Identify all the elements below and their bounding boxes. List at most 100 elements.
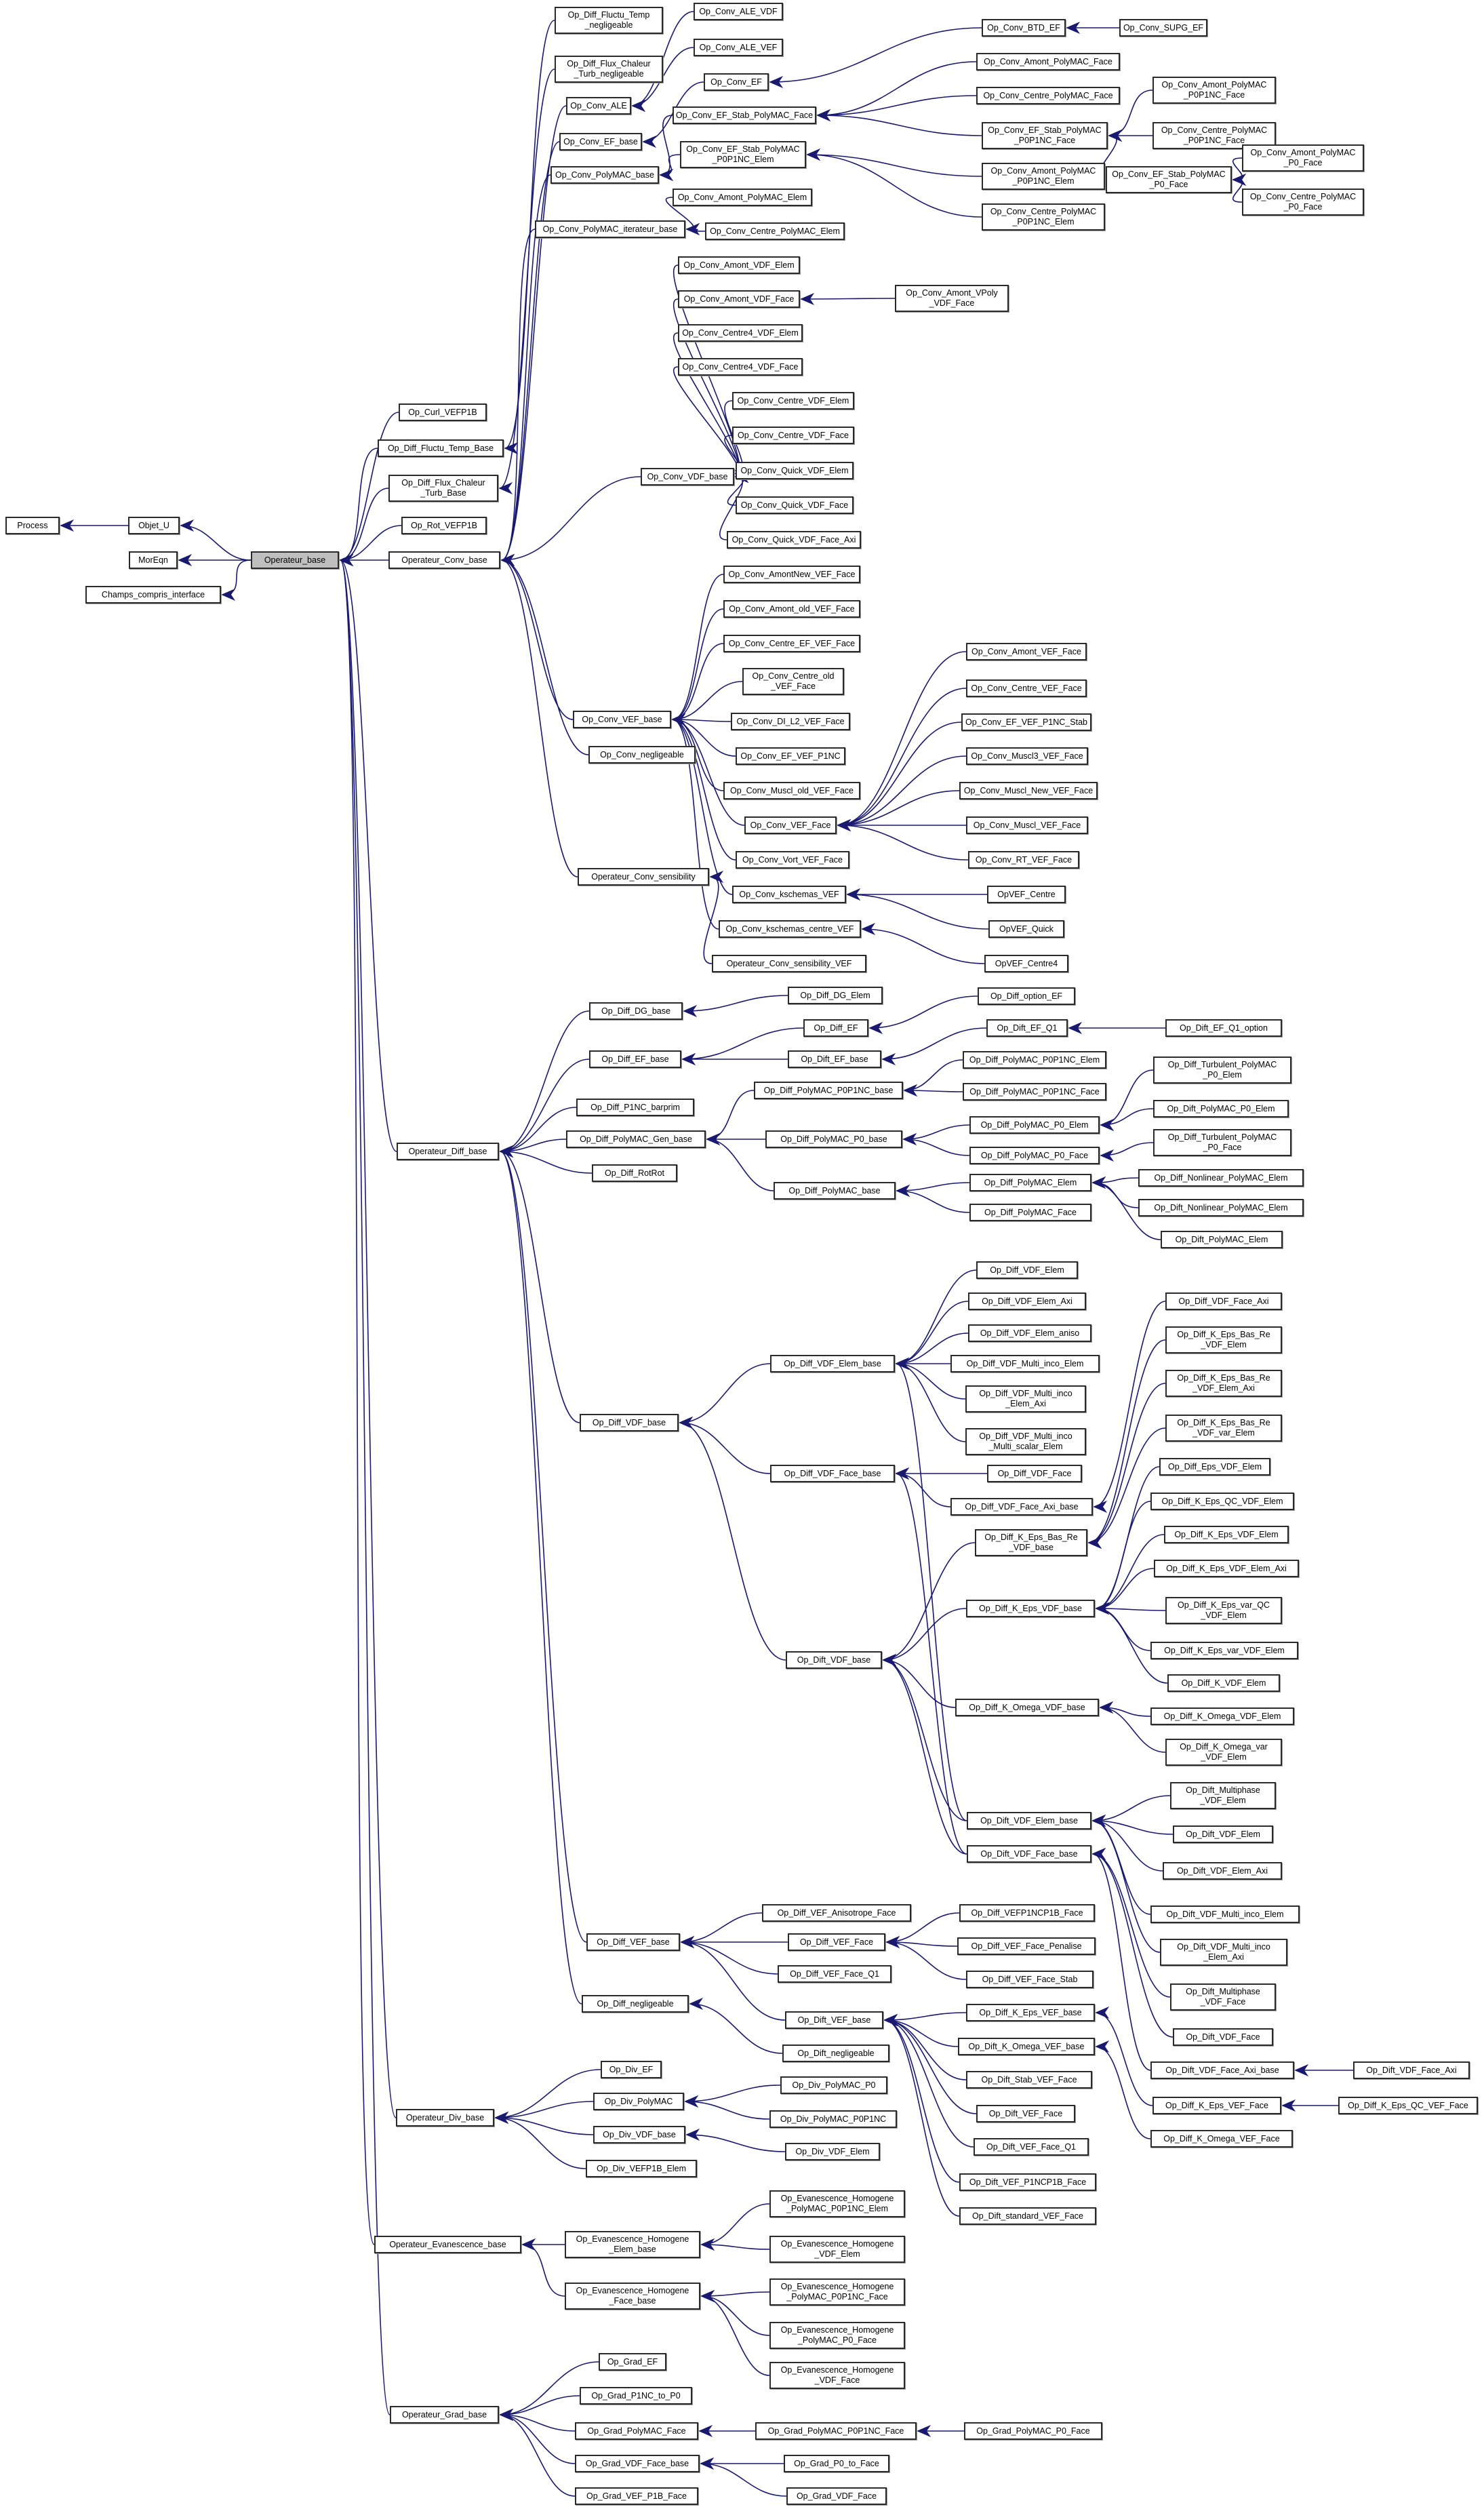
- class-node-op-diff-polymac-p0-base[interactable]: Op_Diff_PolyMAC_P0_base: [765, 1130, 902, 1148]
- class-node-op-diff-k-eps-vdf-elem[interactable]: Op_Diff_K_Eps_VDF_Elem: [1164, 1526, 1289, 1543]
- class-node-op-grad-polymac-p0-face[interactable]: Op_Grad_PolyMAC_P0_Face: [964, 2422, 1102, 2440]
- class-node-op-conv-muscl-vef-face[interactable]: Op_Conv_Muscl_VEF_Face: [966, 816, 1088, 834]
- class-node-op-diff-dg-elem[interactable]: Op_Diff_DG_Elem: [788, 987, 883, 1004]
- class-node-op-conv-centre-polymac-p0p1nc-elem[interactable]: Op_Conv_Centre_PolyMAC _P0P1NC_Elem: [982, 203, 1105, 231]
- class-node-op-grad-vdf-face-base[interactable]: Op_Grad_VDF_Face_base: [575, 2455, 700, 2472]
- class-node-op-diff-k-eps-vdf-base[interactable]: Op_Diff_K_Eps_VDF_base: [966, 1600, 1095, 1617]
- class-node-op-dift-vdf-multi-inco-elem[interactable]: Op_Dift_VDF_Multi_inco_Elem: [1150, 1905, 1300, 1923]
- class-node-op-diff-vef-face[interactable]: Op_Diff_VEF_Face: [788, 1933, 885, 1951]
- class-node-op-diff-k-eps-vef-face[interactable]: Op_Diff_K_Eps_VEF_Face: [1152, 2097, 1281, 2114]
- class-node-op-conv-ef-vef-p1nc[interactable]: Op_Conv_EF_VEF_P1NC: [736, 747, 845, 765]
- class-node-operateur-grad-base[interactable]: Operateur_Grad_base: [390, 2406, 499, 2424]
- class-node-op-conv-negligeable[interactable]: Op_Conv_negligeable: [588, 746, 696, 764]
- class-node-op-conv-centre4-vdf-face[interactable]: Op_Conv_Centre4_VDF_Face: [678, 358, 803, 376]
- class-node-op-diff-vef-base[interactable]: Op_Diff_VEF_base: [586, 1933, 680, 1951]
- class-node-op-conv-ef-stab-polymac-p0-face[interactable]: Op_Conv_EF_Stab_PolyMAC _P0_Face: [1106, 166, 1232, 193]
- class-node-op-diff-vdf-elem-axi[interactable]: Op_Diff_VDF_Elem_Axi: [968, 1292, 1086, 1310]
- class-node-op-conv-muscl-old-vef-face[interactable]: Op_Conv_Muscl_old_VEF_Face: [723, 782, 860, 799]
- class-node-op-diff-negligeable[interactable]: Op_Diff_negligeable: [582, 1995, 689, 2013]
- class-node-op-dift-ef-base[interactable]: Op_Dift_EF_base: [788, 1050, 881, 1068]
- class-node-op-diff-flux-chaleur-turb-negligeable[interactable]: Op_Diff_Flux_Chaleur _Turb_negligeable: [555, 56, 663, 83]
- class-node-op-div-vdf-elem[interactable]: Op_Div_VDF_Elem: [785, 2143, 880, 2160]
- class-node-op-dift-vdf-elem[interactable]: Op_Dift_VDF_Elem: [1173, 1825, 1273, 1843]
- class-node-op-evanescence-homogene-elem-base[interactable]: Op_Evanescence_Homogene _Elem_base: [565, 2231, 700, 2258]
- class-node-op-conv-btd-ef[interactable]: Op_Conv_BTD_EF: [982, 19, 1066, 37]
- class-node-objet-u[interactable]: Objet_U: [128, 517, 180, 534]
- class-node-op-diff-dg-base[interactable]: Op_Diff_DG_base: [589, 1002, 683, 1020]
- class-node-process[interactable]: Process: [5, 517, 60, 534]
- class-node-op-rot-vefp1b[interactable]: Op_Rot_VEFP1B: [401, 517, 487, 534]
- class-node-op-conv-centre-vdf-face[interactable]: Op_Conv_Centre_VDF_Face: [732, 427, 854, 444]
- class-node-op-diff-vdf-face-axi[interactable]: Op_Diff_VDF_Face_Axi: [1165, 1292, 1282, 1310]
- class-node-op-diff-polymac-p0p1nc-elem[interactable]: Op_Diff_PolyMAC_P0P1NC_Elem: [963, 1051, 1106, 1069]
- class-node-op-conv-centre-polymac-elem[interactable]: Op_Conv_Centre_PolyMAC_Elem: [705, 222, 845, 240]
- class-node-op-conv-kschemas-centre-vef[interactable]: Op_Conv_kschemas_centre_VEF: [719, 920, 861, 938]
- class-node-opvef-quick[interactable]: OpVEF_Quick: [988, 920, 1064, 938]
- class-node-op-dift-multiphase-vdf-elem[interactable]: Op_Dift_Multiphase _VDF_Elem: [1170, 1782, 1276, 1809]
- class-node-op-diff-vef-anisotrope-face[interactable]: Op_Diff_VEF_Anisotrope_Face: [762, 1904, 911, 1922]
- class-node-op-conv-amont-polymac-p0-face[interactable]: Op_Conv_Amont_PolyMAC _P0_Face: [1242, 144, 1364, 172]
- class-node-opvef-centre4[interactable]: OpVEF_Centre4: [984, 955, 1068, 972]
- class-node-op-dift-polymac-elem[interactable]: Op_Dift_PolyMAC_Elem: [1161, 1231, 1283, 1248]
- class-node-op-diff-k-eps-qc-vdf-elem[interactable]: Op_Diff_K_Eps_QC_VDF_Elem: [1150, 1493, 1294, 1510]
- class-node-op-diff-fluctu-temp-negligeable[interactable]: Op_Diff_Fluctu_Temp _negligeable: [555, 7, 663, 34]
- class-node-op-dift-vdf-face[interactable]: Op_Dift_VDF_Face: [1173, 2028, 1273, 2046]
- class-node-op-dift-k-omega-vef-base[interactable]: Op_Dift_K_Omega_VEF_base: [958, 2038, 1095, 2055]
- class-node-op-diff-fluctu-temp-base[interactable]: Op_Diff_Fluctu_Temp_Base: [378, 439, 504, 457]
- class-node-op-diff-turbulent-polymac-p0-elem[interactable]: Op_Diff_Turbulent_PolyMAC _P0_Elem: [1153, 1056, 1291, 1084]
- class-node-op-dift-ef-q1[interactable]: Op_Dift_EF_Q1: [986, 1019, 1068, 1037]
- class-node-op-diff-vdf-elem-base[interactable]: Op_Diff_VDF_Elem_base: [770, 1355, 895, 1372]
- class-node-op-dift-vdf-multi-inco-elem-axi[interactable]: Op_Dift_VDF_Multi_inco _Elem_Axi: [1160, 1939, 1287, 1966]
- class-node-op-conv-centre-vef-face[interactable]: Op_Conv_Centre_VEF_Face: [966, 679, 1087, 697]
- class-node-op-dift-vef-p1ncp1b-face[interactable]: Op_Dift_VEF_P1NCP1B_Face: [959, 2173, 1096, 2191]
- class-node-operateur-evanescence-base[interactable]: Operateur_Evanescence_base: [374, 2236, 521, 2253]
- class-node-op-conv-amont-polymac-elem[interactable]: Op_Conv_Amont_PolyMAC_Elem: [673, 189, 812, 206]
- class-node-op-diff-vef-face-stab[interactable]: Op_Diff_VEF_Face_Stab: [966, 1971, 1094, 1988]
- class-node-op-conv-quick-vdf-face[interactable]: Op_Conv_Quick_VDF_Face: [736, 496, 854, 514]
- class-node-op-conv-amontnew-vef-face[interactable]: Op_Conv_AmontNew_VEF_Face: [723, 566, 860, 583]
- class-node-op-diff-vefp1ncp1b-face[interactable]: Op_Diff_VEFP1NCP1B_Face: [959, 1904, 1095, 1922]
- class-node-op-diff-p1nc-barprim[interactable]: Op_Diff_P1NC_barprim: [576, 1099, 694, 1116]
- class-node-op-diff-polymac-p0-face[interactable]: Op_Diff_PolyMAC_P0_Face: [969, 1147, 1100, 1164]
- class-node-op-diff-vdf-elem[interactable]: Op_Diff_VDF_Elem: [976, 1261, 1078, 1279]
- class-node-op-diff-k-omega-vdf-base[interactable]: Op_Diff_K_Omega_VDF_base: [955, 1699, 1099, 1716]
- class-node-op-grad-polymac-p0p1nc-face[interactable]: Op_Grad_PolyMAC_P0P1NC_Face: [755, 2422, 917, 2440]
- class-node-op-diff-turbulent-polymac-p0-face[interactable]: Op_Diff_Turbulent_PolyMAC _P0_Face: [1153, 1129, 1291, 1156]
- class-node-op-diff-polymac-base[interactable]: Op_Diff_PolyMAC_base: [774, 1182, 896, 1200]
- class-node-op-evanescence-homogene-vdf-face[interactable]: Op_Evanescence_Homogene _VDF_Face: [769, 2362, 905, 2389]
- class-node-moreqn[interactable]: MorEqn: [129, 551, 178, 569]
- class-node-op-dift-vdf-base[interactable]: Op_Dift_VDF_base: [786, 1651, 882, 1669]
- class-node-op-conv-centre-polymac-face[interactable]: Op_Conv_Centre_PolyMAC_Face: [976, 87, 1120, 104]
- class-node-op-conv-ef-stab-polymac-p0p1nc-face[interactable]: Op_Conv_EF_Stab_PolyMAC _P0P1NC_Face: [982, 122, 1108, 149]
- class-node-operateur-conv-base[interactable]: Operateur_Conv_base: [388, 551, 500, 569]
- class-node-op-diff-vdf-multi-inco-elem-axi[interactable]: Op_Diff_VDF_Multi_inco _Elem_Axi: [965, 1385, 1086, 1412]
- class-node-opvef-centre[interactable]: OpVEF_Centre: [987, 886, 1066, 903]
- class-node-op-conv-vef-face[interactable]: Op_Conv_VEF_Face: [744, 816, 837, 834]
- class-node-op-conv-muscl-new-vef-face[interactable]: Op_Conv_Muscl_New_VEF_Face: [959, 782, 1098, 799]
- class-node-op-diff-polymac-p0p1nc-base[interactable]: Op_Diff_PolyMAC_P0P1NC_base: [754, 1082, 903, 1099]
- class-node-op-conv-centre-polymac-p0-face[interactable]: Op_Conv_Centre_PolyMAC _P0_Face: [1242, 189, 1364, 216]
- class-node-op-evanescence-homogene-vdf-elem[interactable]: Op_Evanescence_Homogene _VDF_Elem: [769, 2236, 905, 2263]
- class-node-operateur-conv-sensibility[interactable]: Operateur_Conv_sensibility: [578, 868, 709, 886]
- class-node-op-diff-vef-face-penalise[interactable]: Op_Diff_VEF_Face_Penalise: [957, 1937, 1096, 1955]
- class-node-op-dift-vdf-face-axi[interactable]: Op_Dift_VDF_Face_Axi: [1353, 2061, 1470, 2079]
- class-node-op-conv-ef-stab-polymac-p0p1nc-elem[interactable]: Op_Conv_EF_Stab_PolyMAC _P0P1NC_Elem: [680, 141, 806, 168]
- class-node-op-conv-polymac-base[interactable]: Op_Conv_PolyMAC_base: [550, 166, 659, 184]
- class-node-op-conv-centre-ef-vef-face[interactable]: Op_Conv_Centre_EF_VEF_Face: [723, 635, 860, 652]
- class-node-op-diff-polymac-p0-elem[interactable]: Op_Diff_PolyMAC_P0_Elem: [969, 1116, 1100, 1134]
- class-node-op-diff-nonlinear-polymac-elem[interactable]: Op_Diff_Nonlinear_PolyMAC_Elem: [1138, 1169, 1304, 1187]
- class-node-champs-compris-interface[interactable]: Champs_compris_interface: [85, 586, 221, 604]
- class-node-op-diff-k-eps-bas-re-vdf-elem[interactable]: Op_Diff_K_Eps_Bas_Re _VDF_Elem: [1165, 1326, 1282, 1354]
- class-node-op-dift-vdf-face-base[interactable]: Op_Dift_VDF_Face_base: [967, 1845, 1091, 1863]
- class-node-op-conv-centre-vdf-elem[interactable]: Op_Conv_Centre_VDF_Elem: [732, 392, 854, 410]
- class-node-op-conv-ale[interactable]: Op_Conv_ALE: [566, 97, 631, 115]
- class-node-op-dift-vdf-elem-base[interactable]: Op_Dift_VDF_Elem_base: [967, 1812, 1091, 1830]
- class-node-op-evanescence-homogene-polymac-p0p1nc-face[interactable]: Op_Evanescence_Homogene _PolyMAC_P0P1NC_…: [769, 2278, 905, 2306]
- class-node-op-conv-amont-vdf-face[interactable]: Op_Conv_Amont_VDF_Face: [678, 290, 800, 308]
- class-node-op-conv-ef-vef-p1nc-stab[interactable]: Op_Conv_EF_VEF_P1NC_Stab: [961, 713, 1091, 731]
- class-node-op-conv-centre4-vdf-elem[interactable]: Op_Conv_Centre4_VDF_Elem: [678, 324, 803, 342]
- class-node-op-dift-standard-vef-face[interactable]: Op_Dift_standard_VEF_Face: [959, 2207, 1096, 2225]
- class-node-op-diff-polymac-face[interactable]: Op_Diff_PolyMAC_Face: [969, 1204, 1091, 1221]
- class-node-op-diff-k-eps-bas-re-vdf-elem-axi[interactable]: Op_Diff_K_Eps_Bas_Re _VDF_Elem_Axi: [1165, 1370, 1282, 1397]
- class-node-op-conv-amont-polymac-p0p1nc-elem[interactable]: Op_Conv_Amont_PolyMAC _P0P1NC_Elem: [982, 163, 1105, 190]
